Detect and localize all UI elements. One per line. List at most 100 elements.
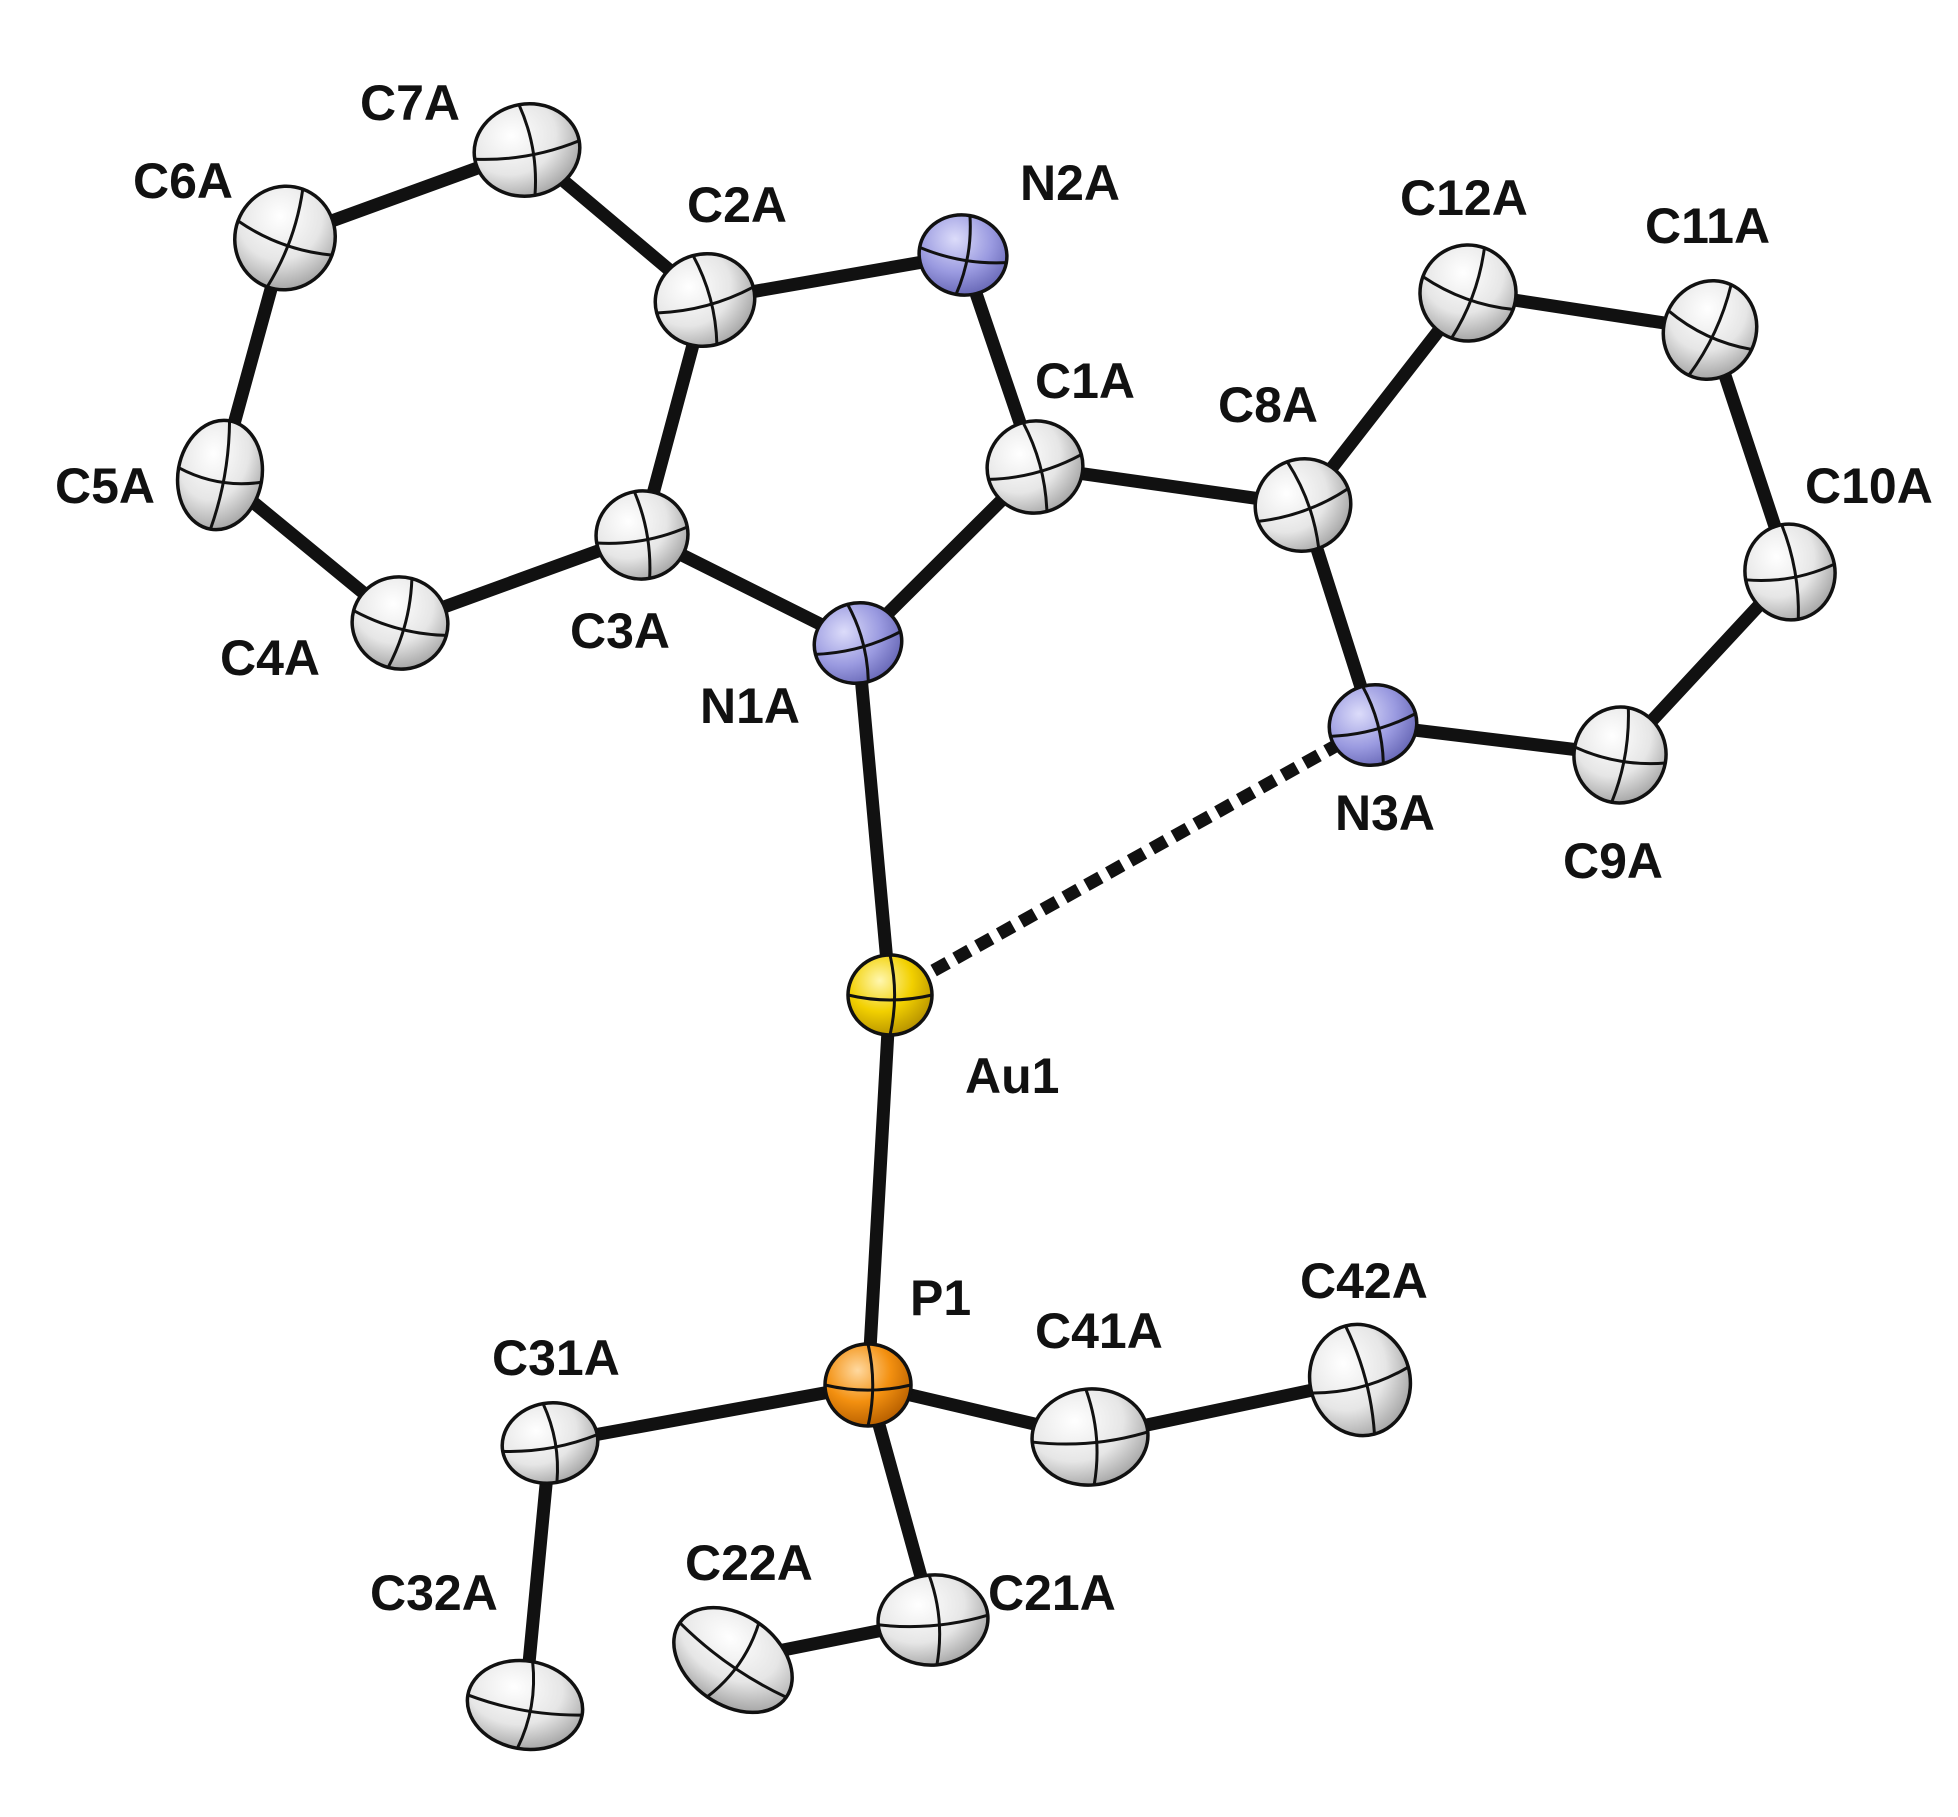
ellipsoid-axis bbox=[1032, 1430, 1149, 1446]
ellipsoid-axis bbox=[1344, 1325, 1376, 1435]
ellipsoid-c5a bbox=[175, 418, 265, 532]
atom-c3a bbox=[594, 489, 690, 581]
ellipsoid-axis bbox=[888, 954, 897, 1036]
bond-p1-c31a bbox=[543, 1378, 875, 1450]
ellipsoid-axis bbox=[265, 188, 305, 288]
ellipsoid-axis bbox=[847, 993, 933, 1002]
atom-c5a bbox=[175, 418, 265, 532]
ellipsoid-axis bbox=[878, 1613, 989, 1629]
ellipsoid-axis bbox=[1286, 460, 1321, 549]
ellipsoid-axis bbox=[516, 1661, 536, 1749]
atom-label-n2a: N2A bbox=[1020, 155, 1120, 211]
atom-c11a bbox=[1661, 278, 1759, 382]
ellipsoid-c3a bbox=[594, 489, 690, 581]
atom-c8a bbox=[1253, 457, 1353, 553]
atom-label-c12a: C12A bbox=[1400, 170, 1528, 226]
atom-n2a bbox=[917, 213, 1009, 297]
ellipsoid-c8a bbox=[1253, 457, 1353, 553]
bonds-layer bbox=[213, 143, 1797, 1712]
atom-c4a bbox=[350, 575, 450, 671]
ellipsoid-axis bbox=[386, 578, 414, 669]
atom-label-c9a: C9A bbox=[1563, 833, 1663, 889]
atom-label-c11a: C11A bbox=[1645, 198, 1770, 254]
atom-c1a bbox=[985, 419, 1085, 515]
atom-c32a bbox=[465, 1658, 585, 1752]
atom-label-c31a: C31A bbox=[492, 1330, 620, 1386]
atom-c42a bbox=[1307, 1322, 1413, 1438]
ellipsoid-axis bbox=[596, 525, 688, 545]
atom-label-c32a: C32A bbox=[370, 1565, 498, 1621]
ellipsoid-axis bbox=[1450, 247, 1486, 339]
ellipsoid-c6a bbox=[233, 184, 337, 292]
ellipsoid-c12a bbox=[1418, 243, 1518, 343]
ellipsoid-axis bbox=[474, 139, 580, 161]
ellipsoid-axis bbox=[656, 285, 754, 315]
ellipsoid-axis bbox=[541, 1402, 559, 1483]
ellipsoid-axis bbox=[1361, 685, 1385, 764]
atom-label-c42a: C42A bbox=[1300, 1253, 1428, 1309]
ellipsoid-n3a bbox=[1327, 682, 1419, 768]
ellipsoid-axis bbox=[1574, 745, 1666, 766]
atom-label-c6a: C6A bbox=[133, 153, 233, 209]
ellipsoid-axis bbox=[1311, 1365, 1410, 1395]
atom-c12a bbox=[1418, 243, 1518, 343]
ellipsoid-axis bbox=[352, 609, 447, 637]
atom-label-c2a: C2A bbox=[687, 177, 787, 233]
atoms-layer bbox=[175, 102, 1837, 1752]
ellipsoid-au1 bbox=[846, 953, 934, 1037]
ellipsoid-axis bbox=[988, 453, 1083, 481]
ellipsoid-axis bbox=[1780, 524, 1800, 620]
ellipsoid-axis bbox=[237, 219, 333, 257]
ellipsoid-axis bbox=[1422, 275, 1514, 311]
ellipsoid-p1 bbox=[823, 1342, 913, 1428]
atom-label-p1: P1 bbox=[910, 1270, 971, 1326]
atom-c9a bbox=[1572, 705, 1668, 805]
ellipsoid-axis bbox=[815, 630, 902, 656]
ellipsoid-axis bbox=[502, 1433, 598, 1453]
atom-label-c8a: C8A bbox=[1218, 377, 1318, 433]
atom-label-au1: Au1 bbox=[965, 1048, 1059, 1104]
ellipsoid-axis bbox=[1667, 309, 1752, 351]
ellipsoid-axis bbox=[1687, 284, 1733, 377]
ellipsoid-axis bbox=[1745, 562, 1835, 582]
atom-n1a bbox=[812, 600, 904, 686]
ellipsoid-axis bbox=[919, 245, 1007, 265]
ellipsoid-axis bbox=[1084, 1388, 1099, 1486]
atom-au1 bbox=[846, 953, 934, 1037]
atom-c7a bbox=[472, 102, 582, 198]
ellipsoid-n2a bbox=[917, 213, 1009, 297]
ellipsoid-c42a bbox=[1307, 1322, 1413, 1438]
atom-n3a bbox=[1327, 682, 1419, 768]
atom-label-c4a: C4A bbox=[220, 630, 320, 686]
ellipsoid-c22a bbox=[672, 1605, 794, 1715]
ellipsoid-c41a bbox=[1030, 1387, 1150, 1487]
atom-c41a bbox=[1030, 1387, 1150, 1487]
ellipsoid-axis bbox=[209, 420, 232, 530]
ellipsoid-axis bbox=[678, 1621, 787, 1699]
ellipsoid-axis bbox=[517, 104, 537, 196]
ellipsoid-axis bbox=[1330, 712, 1417, 738]
atom-label-c22a: C22A bbox=[685, 1535, 813, 1591]
atom-label-c7a: C7A bbox=[360, 75, 460, 131]
atom-p1 bbox=[823, 1342, 913, 1428]
ellipsoid-axis bbox=[1021, 421, 1049, 512]
ellipsoid-axis bbox=[954, 215, 972, 295]
atom-c31a bbox=[500, 1400, 600, 1486]
ellipsoid-c4a bbox=[350, 575, 450, 671]
ellipsoid-axis bbox=[177, 466, 262, 486]
atom-label-n3a: N3A bbox=[1335, 785, 1435, 841]
atom-c22a bbox=[672, 1605, 794, 1715]
atom-label-c3a: C3A bbox=[570, 603, 670, 659]
ellipsoid-axis bbox=[1610, 707, 1630, 803]
ellipsoid-c31a bbox=[500, 1400, 600, 1486]
ellipsoid-axis bbox=[866, 1343, 875, 1427]
ellipsoid-axis bbox=[691, 254, 719, 345]
atom-label-c5a: C5A bbox=[55, 458, 155, 514]
atom-label-n1a: N1A bbox=[700, 678, 800, 734]
ellipsoid-axis bbox=[824, 1383, 912, 1392]
ellipsoid-c32a bbox=[465, 1658, 585, 1752]
ellipsoid-axis bbox=[706, 1622, 761, 1699]
